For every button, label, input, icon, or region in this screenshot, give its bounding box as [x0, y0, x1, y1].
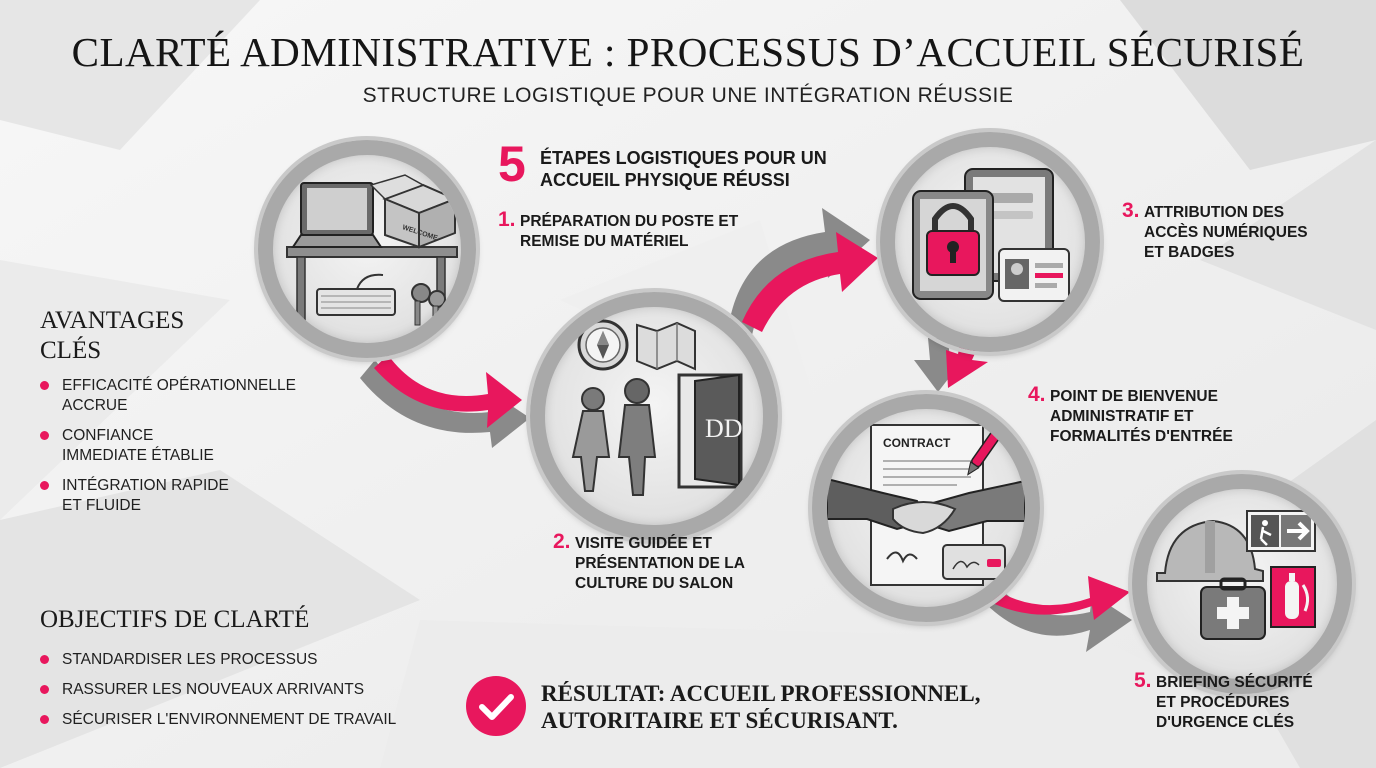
steps-heading-text: ÉTAPES LOGISTIQUES POUR UN ACCUEIL PHYSI…	[540, 148, 827, 190]
list-item: INTÉGRATION RAPIDE ET FLUIDE	[40, 476, 310, 516]
step-number: 1.	[498, 208, 516, 231]
page-title: CLARTÉ ADMINISTRATIVE : PROCESSUS D’ACCU…	[71, 29, 1305, 75]
step1-illustration: WELCOME	[258, 140, 476, 358]
bullet-dot	[40, 715, 49, 724]
step-number: 4.	[1028, 383, 1046, 406]
list-item: STANDARDISER LES PROCESSUS	[40, 650, 440, 670]
list-item: CONFIANCE IMMEDIATE ÉTABLIE	[40, 426, 310, 466]
arrow-step1-to-step2	[360, 355, 530, 448]
list-item-text: SÉCURISER L'ENVIRONNEMENT DE TRAVAIL	[62, 711, 397, 728]
step3-illustration	[880, 132, 1100, 352]
step-text: PRÉPARATION DU POSTE ET REMISE DU MATÉRI…	[520, 213, 739, 250]
bullet-dot	[40, 655, 49, 664]
helmet-firstaid-exit-extinguisher-icon	[1156, 510, 1316, 640]
door-logo: DD	[705, 414, 743, 443]
contract-handshake-pen-icon: CONTRACT	[827, 419, 1025, 586]
padlock-tablet-badge-icon	[912, 168, 1070, 302]
avantages-heading: AVANTAGES CLÉS	[40, 307, 185, 364]
step2-illustration: DD	[530, 292, 778, 540]
contract-label: CONTRACT	[883, 436, 951, 450]
step-number: 5.	[1134, 669, 1152, 692]
bullet-dot	[40, 481, 49, 490]
step-number: 2.	[553, 530, 571, 553]
list-item: RASSURER LES NOUVEAUX ARRIVANTS	[40, 680, 440, 700]
list-item-text: RASSURER LES NOUVEAUX ARRIVANTS	[62, 681, 365, 698]
arrow-step2-to-step3	[728, 208, 878, 335]
avantages-list: EFFICACITÉ OPÉRATIONNELLE ACCRUE CONFIAN…	[40, 376, 310, 526]
step-text: BRIEFING SÉCURITÉ ET PROCÉDURES D'URGENC…	[1156, 674, 1313, 731]
bullet-dot	[40, 685, 49, 694]
step-text: ATTRIBUTION DES ACCÈS NUMÉRIQUES ET BADG…	[1144, 204, 1308, 261]
page-subtitle: STRUCTURE LOGISTIQUE POUR UNE INTÉGRATIO…	[362, 84, 1014, 107]
desk-laptop-box-keys-icon: WELCOME	[286, 174, 458, 328]
step-text: VISITE GUIDÉE ET PRÉSENTATION DE LA CULT…	[575, 535, 745, 592]
step4-illustration: CONTRACT	[812, 394, 1040, 622]
check-circle-icon	[466, 676, 526, 736]
bullet-dot	[40, 381, 49, 390]
list-item-text: INTÉGRATION RAPIDE ET FLUIDE	[62, 477, 229, 514]
list-item-text: STANDARDISER LES PROCESSUS	[62, 651, 318, 668]
list-item-text: CONFIANCE IMMEDIATE ÉTABLIE	[62, 427, 214, 464]
objectifs-list: STANDARDISER LES PROCESSUS RASSURER LES …	[40, 650, 440, 740]
steps-count: 5	[498, 136, 526, 192]
arrow-step4-to-step5	[976, 576, 1132, 652]
list-item-text: EFFICACITÉ OPÉRATIONNELLE ACCRUE	[62, 377, 296, 414]
step5-illustration	[1132, 474, 1352, 694]
list-item: SÉCURISER L'ENVIRONNEMENT DE TRAVAIL	[40, 710, 440, 730]
step-number: 3.	[1122, 199, 1140, 222]
objectifs-heading: OBJECTIFS DE CLARTÉ	[40, 606, 310, 633]
result-statement: RÉSULTAT: ACCUEIL PROFESSIONNEL, AUTORIT…	[541, 681, 981, 733]
step-text: POINT DE BIENVENUE ADMINISTRATIF ET FORM…	[1050, 388, 1233, 445]
bullet-dot	[40, 431, 49, 440]
list-item: EFFICACITÉ OPÉRATIONNELLE ACCRUE	[40, 376, 310, 416]
compass-map-people-door-icon: DD	[571, 319, 743, 496]
